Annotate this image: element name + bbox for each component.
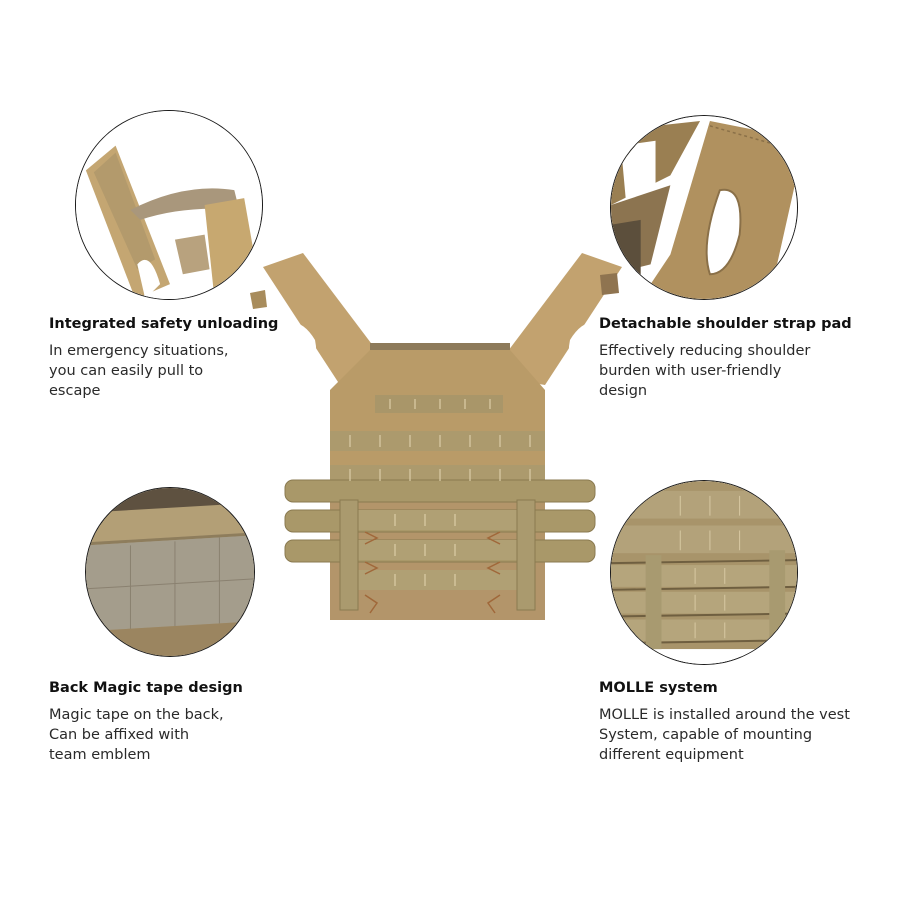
shoulder-pad-closeup-image (611, 116, 797, 299)
feature-description-line: System, capable of mounting (599, 727, 813, 743)
magic-tape-closeup-image (86, 488, 254, 656)
feature-back-magic-tape-design: Back Magic tape design Magic tape on the… (49, 679, 243, 765)
feature-description-line: escape (49, 383, 101, 399)
molle-closeup-image (611, 481, 797, 664)
feature-description-line: MOLLE is installed around the vest (599, 707, 850, 723)
feature-description-line: you can easily pull to (49, 363, 204, 379)
detail-circle-shoulder-release (75, 110, 263, 300)
feature-description-line: Effectively reducing shoulder (599, 343, 811, 359)
feature-description-line: team emblem (49, 747, 151, 763)
feature-title: Integrated safety unloading (49, 316, 279, 332)
feature-description-line: design (599, 383, 648, 399)
feature-integrated-safety-unloading: Integrated safety unloading In emergency… (49, 315, 278, 401)
feature-detachable-shoulder-strap-pad: Detachable shoulder strap pad Effectivel… (599, 315, 852, 401)
feature-description-line: different equipment (599, 747, 744, 763)
detail-circle-magic-tape (85, 487, 255, 657)
feature-molle-system: MOLLE system MOLLE is installed around t… (599, 679, 850, 765)
feature-description-line: Can be affixed with (49, 727, 190, 743)
detail-circle-molle (610, 480, 798, 665)
feature-title: MOLLE system (599, 680, 718, 696)
feature-description-line: burden with user-friendly (599, 363, 782, 379)
feature-description: Magic tape on the back, Can be affixed w… (49, 705, 243, 765)
feature-description: MOLLE is installed around the vest Syste… (599, 705, 850, 765)
detail-circle-shoulder-pad (610, 115, 798, 300)
feature-title: Detachable shoulder strap pad (599, 316, 852, 332)
plate-carrier-vest-image (250, 253, 622, 620)
feature-description-line: Magic tape on the back, (49, 707, 224, 723)
feature-description: In emergency situations, you can easily … (49, 341, 278, 401)
feature-description: Effectively reducing shoulder burden wit… (599, 341, 852, 401)
shoulder-release-closeup-image (76, 111, 262, 299)
feature-title: Back Magic tape design (49, 680, 243, 696)
feature-description-line: In emergency situations, (49, 343, 229, 359)
